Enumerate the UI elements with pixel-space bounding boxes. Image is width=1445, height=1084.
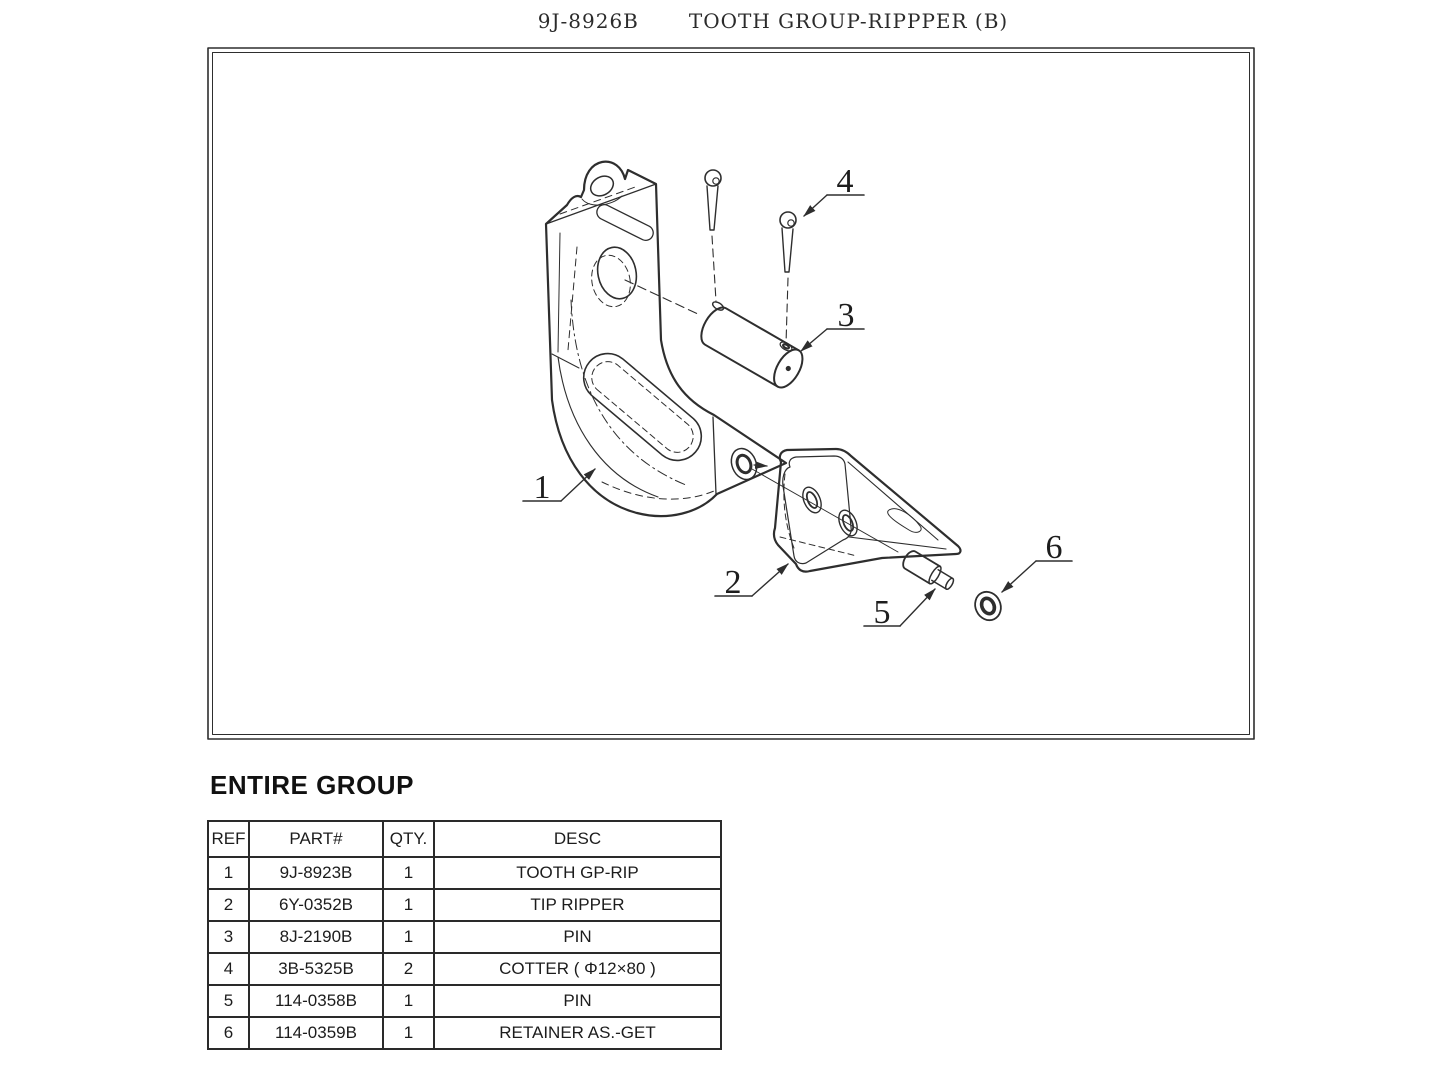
cell-ref: 3 <box>207 920 250 954</box>
part-2-ripper-tip <box>772 447 962 573</box>
part-1-tooth-shank <box>544 160 788 518</box>
callout-1-label: 1 <box>534 469 551 506</box>
cell-qty: 1 <box>382 920 435 954</box>
cell-desc: COTTER ( Φ12×80 ) <box>433 952 722 986</box>
table-row: 4 3B-5325B 2 COTTER ( Φ12×80 ) <box>207 952 722 986</box>
callout-6-label: 6 <box>1046 529 1063 566</box>
cell-part: 9J-8923B <box>248 856 384 890</box>
callout-1: 1 <box>522 468 596 506</box>
part-5-pin-small <box>902 550 955 591</box>
table-row: 1 9J-8923B 1 TOOTH GP-RIP <box>207 856 722 890</box>
table-row: 3 8J-2190B 1 PIN <box>207 920 722 954</box>
header-desc: DESC <box>433 820 722 858</box>
cell-desc: RETAINER AS.-GET <box>433 1016 722 1050</box>
cell-desc: PIN <box>433 984 722 1018</box>
cell-qty: 1 <box>382 856 435 890</box>
callout-4-label: 4 <box>837 163 854 200</box>
exploded-view-diagram: 1 2 3 4 5 6 <box>207 47 1255 740</box>
callout-4: 4 <box>803 163 865 217</box>
cell-part: 3B-5325B <box>248 952 384 986</box>
callout-2-label: 2 <box>725 564 742 601</box>
document-title: 9J-8926B TOOTH GROUP-RIPPPER (B) <box>249 9 1297 33</box>
document-part-number: 9J-8926B <box>537 9 639 33</box>
table-row: 2 6Y-0352B 1 TIP RIPPER <box>207 888 722 922</box>
callout-2: 2 <box>714 563 789 601</box>
cell-part: 114-0358B <box>248 984 384 1018</box>
part-3-pin <box>700 301 804 389</box>
cell-desc: PIN <box>433 920 722 954</box>
callout-3: 3 <box>800 297 865 352</box>
cell-part: 8J-2190B <box>248 920 384 954</box>
drawing-border <box>207 47 1255 740</box>
cell-part: 6Y-0352B <box>248 888 384 922</box>
cell-ref: 2 <box>207 888 250 922</box>
parts-table-header-row: REF PART# QTY. DESC <box>207 820 722 858</box>
cell-qty: 1 <box>382 888 435 922</box>
cell-qty: 1 <box>382 984 435 1018</box>
document-title-text: TOOTH GROUP-RIPPPER (B) <box>688 9 1009 33</box>
cell-ref: 4 <box>207 952 250 986</box>
cell-desc: TOOTH GP-RIP <box>433 856 722 890</box>
header-ref: REF <box>207 820 250 858</box>
cell-desc: TIP RIPPER <box>433 888 722 922</box>
callout-5: 5 <box>863 588 936 631</box>
cell-ref: 1 <box>207 856 250 890</box>
callout-3-label: 3 <box>838 297 855 334</box>
callout-6: 6 <box>1001 529 1073 593</box>
table-row: 6 114-0359B 1 RETAINER AS.-GET <box>207 1016 722 1050</box>
section-title: ENTIRE GROUP <box>210 770 414 800</box>
header-qty: QTY. <box>382 820 435 858</box>
center-lines <box>624 235 899 553</box>
cell-qty: 1 <box>382 1016 435 1050</box>
cell-ref: 6 <box>207 1016 250 1050</box>
cell-ref: 5 <box>207 984 250 1018</box>
header-part: PART# <box>248 820 384 858</box>
cell-qty: 2 <box>382 952 435 986</box>
table-row: 5 114-0358B 1 PIN <box>207 984 722 1018</box>
part-6-retainer-ring <box>974 590 1002 622</box>
parts-table: REF PART# QTY. DESC 1 9J-8923B 1 TOOTH G… <box>207 820 722 1050</box>
part-4-cotter-pins <box>704 169 797 273</box>
callout-5-label: 5 <box>874 594 891 631</box>
cell-part: 114-0359B <box>248 1016 384 1050</box>
